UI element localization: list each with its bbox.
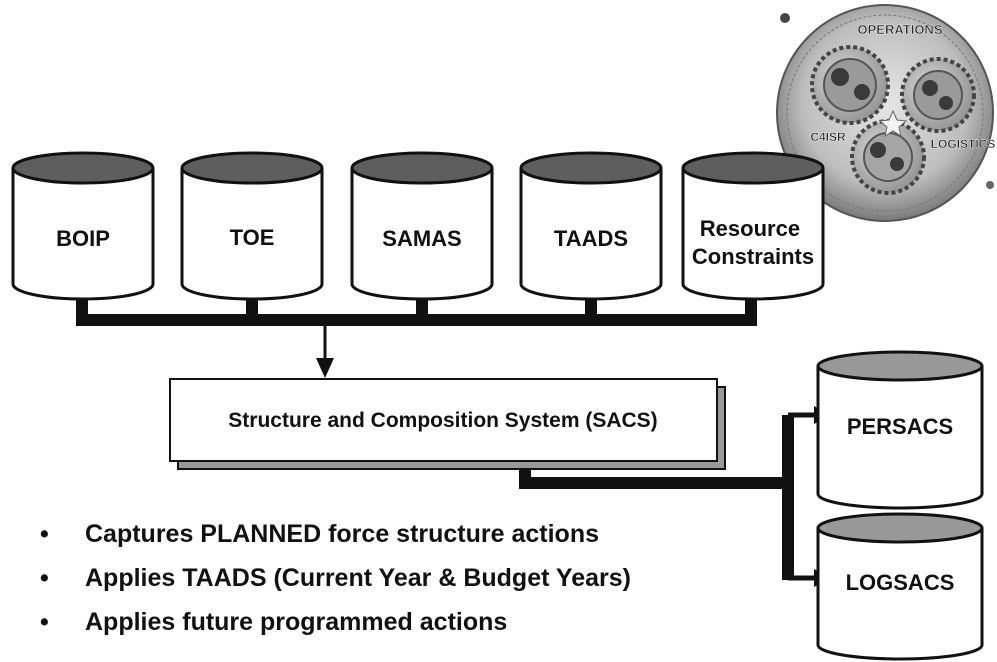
database-label: Resource Constraints [692, 216, 814, 269]
bullet-icon: • [40, 564, 49, 592]
database-label: SAMAS [382, 226, 461, 251]
bullet-icon: • [40, 608, 49, 636]
gear-icon [900, 57, 976, 133]
decorative-dot [780, 13, 790, 23]
bullet-icon: • [40, 520, 49, 548]
source-database-resource-constraints: Resource Constraints [681, 151, 825, 301]
gear-icon [810, 45, 890, 125]
database-label: PERSACS [847, 414, 953, 439]
star-icon [878, 109, 908, 138]
source-database-taads: TAADS [519, 151, 663, 301]
sacs-system-box: Structure and Composition System (SACS) [169, 378, 726, 470]
output-database-logsacs: LOGSACS [816, 512, 984, 661]
bullet-text: Applies future programmed actions [85, 608, 508, 636]
gears-emblem: OPERATIONS C4ISR LOGISTICS [776, 4, 996, 222]
bullet-item: • Applies TAADS (Current Year & Budget Ye… [40, 556, 631, 600]
database-label: BOIP [56, 226, 110, 251]
database-label: LOGSACS [846, 570, 955, 595]
decorative-dot [986, 181, 994, 189]
output-database-persacs: PERSACS [816, 350, 984, 510]
emblem-label-operations: OPERATIONS [858, 22, 943, 37]
source-database-boip: BOIP [11, 151, 155, 301]
source-database-samas: SAMAS [350, 151, 494, 301]
bullet-item: • Applies future programmed actions [40, 600, 631, 644]
gear-icon [850, 119, 926, 195]
bullet-item: • Captures PLANNED force structure action… [40, 512, 631, 556]
arrow-down-icon [316, 358, 334, 378]
bullet-text: Captures PLANNED force structure actions [85, 520, 600, 548]
emblem-label-c4isr: C4ISR [810, 130, 846, 144]
source-database-toe: TOE [180, 151, 324, 301]
database-label: TAADS [554, 226, 628, 251]
bullet-list: • Captures PLANNED force structure action… [40, 512, 631, 644]
sacs-label: Structure and Composition System (SACS) [228, 409, 657, 432]
output-connector-lines [519, 412, 818, 581]
database-label: TOE [230, 225, 275, 250]
bullet-text: Applies TAADS (Current Year & Budget Yea… [85, 564, 631, 592]
emblem-label-logistics: LOGISTICS [931, 137, 996, 151]
connector-lines [76, 297, 757, 360]
